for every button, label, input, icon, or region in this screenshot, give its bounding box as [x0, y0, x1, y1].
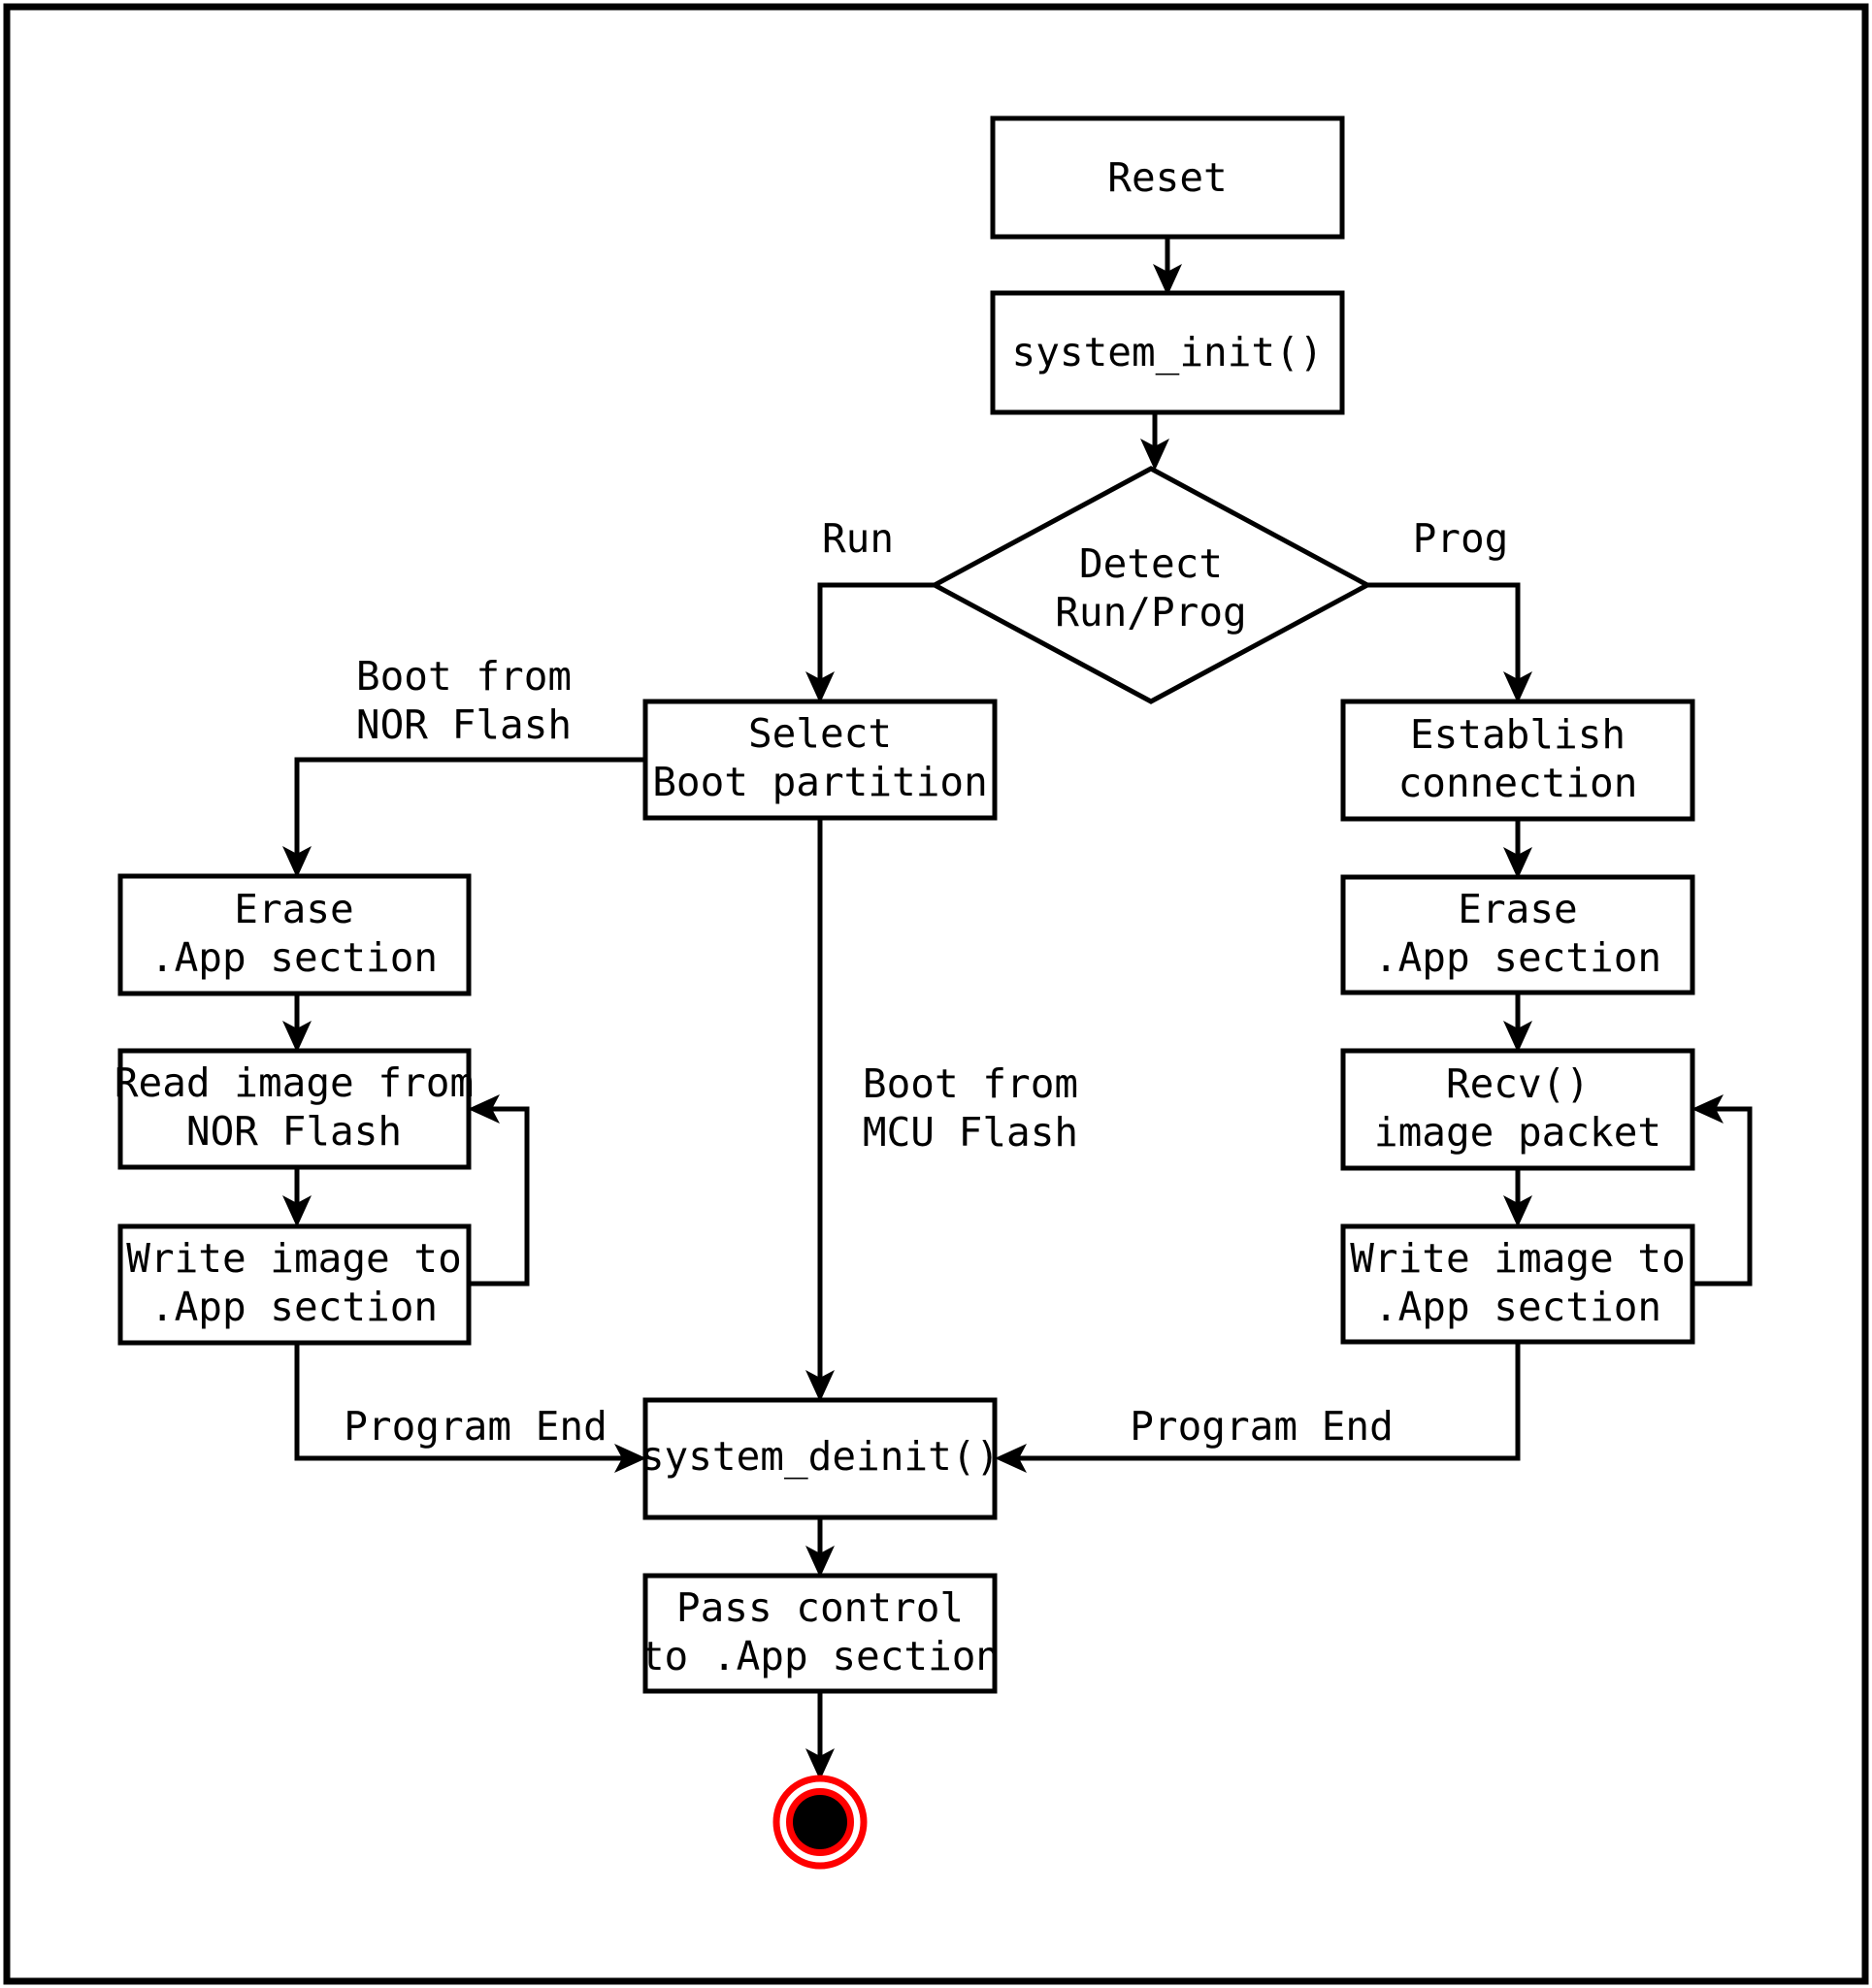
edge-label-program-end-right: Program End [1130, 1403, 1394, 1450]
edge-detect-prog-to-establish [1367, 582, 1532, 703]
arrowhead [805, 671, 835, 703]
arrowhead [1691, 1094, 1724, 1124]
node-erase-app-section-left[interactable]: Erase .App section [117, 873, 472, 996]
arrowhead [805, 1748, 835, 1780]
node-select-boot-label-line1: Select [748, 710, 892, 757]
arrowhead [282, 846, 312, 878]
edge-detect-run-to-select-boot [805, 582, 935, 703]
node-read-image-from-nor-flash[interactable]: Read image from NOR Flash [115, 1048, 474, 1170]
node-recv-label-line2: image packet [1374, 1109, 1661, 1156]
node-write-right-label-line2: .App section [1374, 1284, 1661, 1330]
arrowhead [805, 1546, 835, 1578]
node-erase-left-label-line2: .App section [150, 934, 438, 981]
edge-label-program-end-left: Program End [344, 1403, 608, 1450]
edge-layer [282, 237, 1753, 1780]
arrowhead [468, 1094, 500, 1124]
node-reset-label: Reset [1107, 154, 1227, 201]
edge-reset-to-system-init [1153, 237, 1182, 296]
node-detect-label-line1: Detect [1079, 540, 1223, 587]
edge-label-layer: Run Prog Boot from NOR Flash Boot from M… [344, 515, 1508, 1450]
edge-write-left-to-system-deinit [294, 1343, 646, 1473]
node-write-image-to-app-section-left[interactable]: Write image to .App section [117, 1223, 472, 1346]
node-reset[interactable]: Reset [990, 115, 1345, 240]
node-system-deinit-label: system_deinit() [640, 1433, 1000, 1480]
edge-label-boot-from-nor-flash-line2: NOR Flash [356, 701, 572, 748]
node-erase-right-label-line2: .App section [1374, 934, 1661, 981]
edge-erase-right-to-recv [1503, 993, 1532, 1053]
arrowhead [805, 1370, 835, 1402]
node-recv-image-packet[interactable]: Recv() image packet [1340, 1048, 1695, 1171]
node-write-left-label-line2: .App section [150, 1284, 438, 1330]
edge-label-boot-from-mcu-flash-line1: Boot from [863, 1060, 1078, 1107]
edge-recv-to-write-right [1503, 1168, 1532, 1227]
node-establish-label-line2: connection [1398, 760, 1638, 806]
node-select-boot-label-line2: Boot partition [652, 759, 988, 805]
arrowhead [614, 1444, 646, 1473]
edge-write-right-loop-to-recv [1691, 1094, 1753, 1287]
edge-write-left-loop-to-read-image [468, 1094, 530, 1287]
arrowhead [1503, 1021, 1532, 1053]
node-establish-label-line1: Establish [1410, 711, 1626, 758]
node-erase-left-label-line1: Erase [234, 886, 353, 932]
node-erase-app-section-right[interactable]: Erase .App section [1340, 874, 1695, 995]
edge-pass-control-to-end [805, 1691, 835, 1780]
node-pass-control-label-line2: to .App section [640, 1633, 1000, 1679]
node-write-image-to-app-section-right[interactable]: Write image to .App section [1340, 1223, 1695, 1345]
node-pass-control-to-app-section[interactable]: Pass control to .App section [640, 1573, 1000, 1694]
edge-establish-to-erase-right [1503, 819, 1532, 879]
node-select-boot-partition[interactable]: Select Boot partition [642, 699, 998, 821]
node-detect-label-line2: Run/Prog [1055, 589, 1246, 636]
node-system-deinit[interactable]: system_deinit() [640, 1397, 1000, 1520]
end-state-outer-ring [772, 1775, 868, 1870]
edge-write-right-to-system-deinit [995, 1342, 1521, 1473]
edge-label-prog: Prog [1413, 515, 1509, 562]
node-recv-label-line1: Recv() [1446, 1060, 1590, 1107]
node-detect-run-prog[interactable]: Detect Run/Prog [929, 466, 1373, 704]
edge-system-init-to-detect [1140, 412, 1169, 471]
edge-select-boot-to-system-deinit [805, 818, 835, 1402]
arrowhead [282, 1021, 312, 1053]
node-establish-connection[interactable]: Establish connection [1340, 699, 1695, 822]
page-border [3, 3, 1869, 1985]
arrowhead [1503, 671, 1532, 703]
node-write-right-label-line1: Write image to [1350, 1235, 1686, 1282]
edge-label-boot-from-mcu-flash-line2: MCU Flash [863, 1109, 1078, 1156]
node-read-image-label-line2: NOR Flash [186, 1108, 402, 1155]
arrowhead [1153, 264, 1182, 296]
node-layer: Reset system_init() Detect Run/Prog Sele… [115, 115, 1695, 1870]
arrowhead [1503, 1195, 1532, 1227]
arrowhead [1503, 847, 1532, 879]
node-write-left-label-line1: Write image to [126, 1235, 462, 1282]
node-erase-right-label-line1: Erase [1458, 886, 1577, 932]
node-read-image-label-line1: Read image from [115, 1059, 474, 1106]
edge-select-boot-to-erase-left [282, 757, 645, 878]
node-system-init[interactable]: system_init() [990, 290, 1345, 415]
edge-read-image-to-write-left [282, 1167, 312, 1227]
end-state-inner-ring [786, 1788, 854, 1856]
edge-erase-left-to-read-image [282, 994, 312, 1053]
edge-system-deinit-to-pass-control [805, 1517, 835, 1578]
node-pass-control-label-line1: Pass control [676, 1584, 964, 1631]
edge-label-run: Run [822, 515, 894, 562]
end-state-core [793, 1795, 847, 1849]
arrowhead [1140, 439, 1169, 471]
node-end-state[interactable] [772, 1775, 868, 1870]
arrowhead [995, 1444, 1027, 1473]
arrowhead [282, 1195, 312, 1227]
node-system-init-label: system_init() [1012, 329, 1324, 375]
edge-label-boot-from-nor-flash-line1: Boot from [356, 653, 572, 700]
